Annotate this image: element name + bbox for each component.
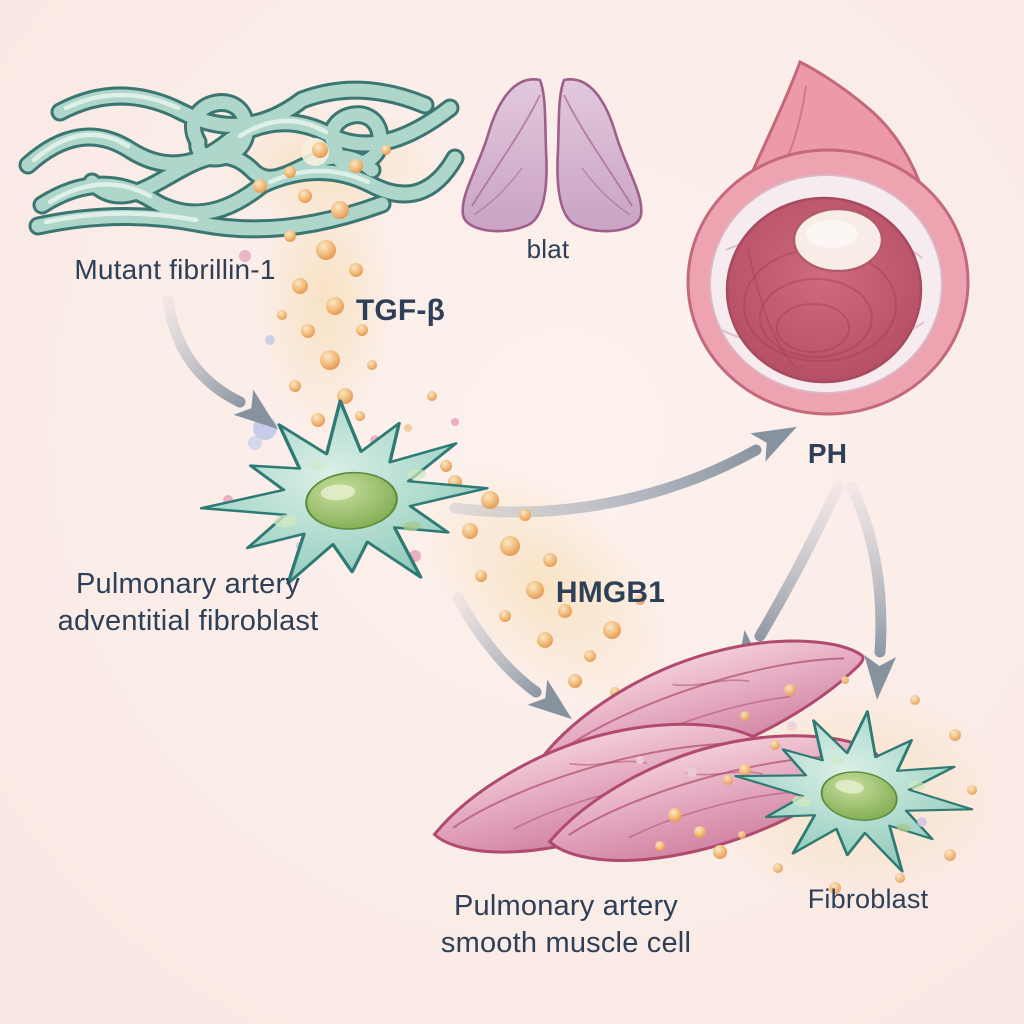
- label-fibroblast: Fibroblast: [807, 884, 929, 914]
- arrow-fibroblast-to-smc: [452, 592, 542, 698]
- label-mutant-fibrillin: Mutant fibrillin-1: [74, 254, 276, 285]
- arrow-fibrillin-to-fibroblast: [162, 294, 246, 408]
- vessel-cross-section-illustration: [686, 59, 970, 416]
- lungs-illustration: [461, 78, 643, 233]
- label-tgf-beta: TGF-β: [355, 294, 446, 327]
- arrow-fibroblast-to-vessel: [449, 444, 762, 518]
- label-hmgb1: HMGB1: [555, 576, 666, 609]
- scattered-particles: [636, 740, 780, 859]
- label-ph: PH: [807, 438, 848, 469]
- fibroblast-illustration: [723, 676, 985, 894]
- label-adventitial-fibroblast: Pulmonary artery adventitial fibroblast: [57, 568, 319, 638]
- tgf-beta-particles: [239, 142, 412, 450]
- label-smooth-muscle-cell: Pulmonary artery smooth muscle cell: [440, 890, 692, 960]
- label-lung: blat: [526, 234, 570, 264]
- arrow-ph-to-fibroblast: [846, 481, 887, 658]
- mutant-fibrillin-illustration: [18, 80, 465, 239]
- arrow-ph-to-smc: [754, 481, 844, 642]
- pathway-arrows: [162, 294, 897, 732]
